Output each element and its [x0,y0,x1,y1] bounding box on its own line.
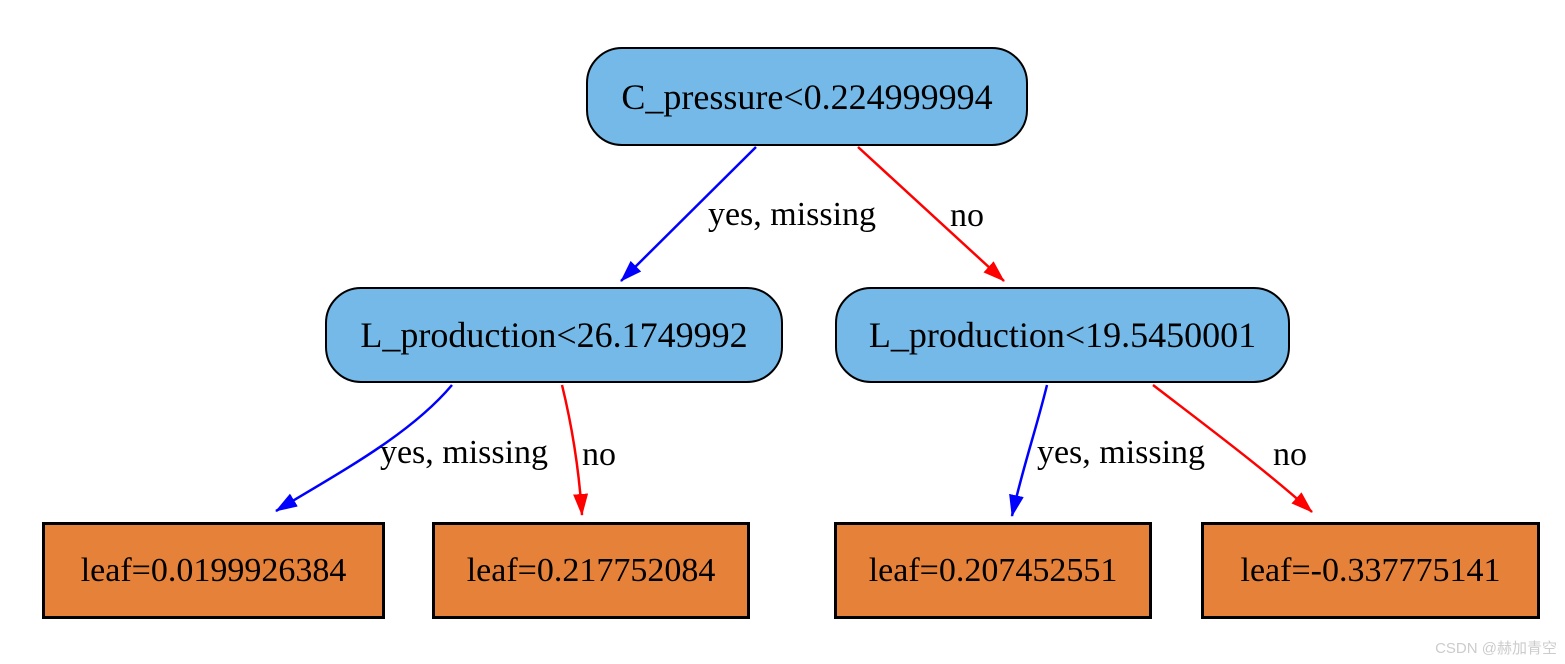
node-leaf-2: leaf=0.217752084 [432,522,750,619]
node-right-split: L_production<19.5450001 [835,287,1290,383]
edge-left-to-leaf1-yes [275,384,453,513]
node-leaf-4: leaf=-0.337775141 [1201,522,1540,619]
edge-right-to-leaf3-yes [1009,384,1049,517]
edge-label-left-no: no [582,436,616,473]
edge-label-right-no: no [1273,436,1307,473]
edge-root-to-right-no [857,146,1005,282]
edge-right-to-leaf4-no [1152,384,1313,513]
edge-label-left-yes-missing: yes, missing [379,434,549,471]
edge-label-root-yes-missing: yes, missing [707,196,877,233]
edge-left-to-leaf2-no [560,384,589,516]
node-left-split: L_production<26.1749992 [325,287,783,383]
node-root-split: C_pressure<0.224999994 [586,47,1028,146]
edge-label-root-no: no [950,197,984,234]
edge-root-to-left-yes [620,146,757,282]
csdn-watermark: CSDN @赫加青空 [1435,640,1557,657]
node-leaf-3: leaf=0.207452551 [834,522,1152,619]
edge-label-right-yes-missing: yes, missing [1036,434,1206,471]
node-leaf-1: leaf=0.0199926384 [42,522,385,619]
